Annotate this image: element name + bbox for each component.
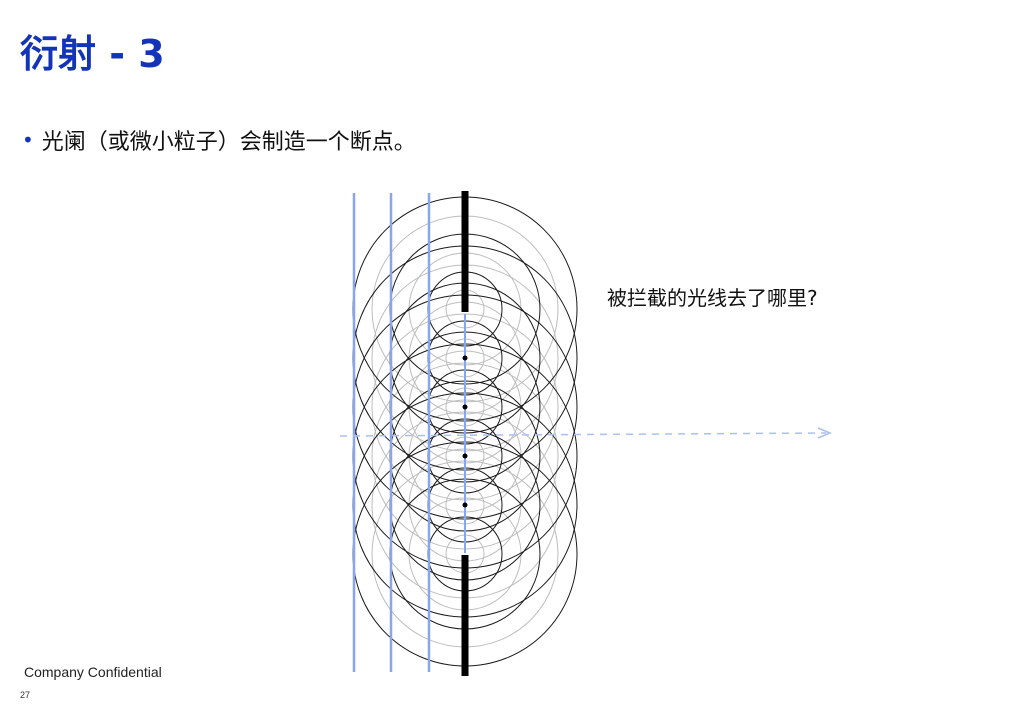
bullet-item: • 光阑（或微小粒子）会制造一个断点。	[22, 124, 416, 156]
footer-confidential: Company Confidential	[24, 664, 162, 680]
bullet-text: 光阑（或微小粒子）会制造一个断点。	[41, 130, 416, 155]
wavelet-source-dot	[462, 453, 468, 459]
propagation-arrow-head	[817, 427, 832, 439]
question-text: 被拦截的光线去了哪里?	[607, 286, 818, 310]
slide-title: 衍射 - 3	[20, 32, 165, 76]
propagation-arrow-line	[339, 432, 827, 437]
wavelet-source-dot	[462, 355, 468, 361]
wavelet-source-dot	[462, 502, 468, 508]
page-number: 27	[20, 690, 31, 700]
bullet-dot-icon: •	[22, 128, 34, 152]
wavelet-source-points	[462, 355, 468, 508]
wavelet-source-dot	[462, 404, 468, 410]
